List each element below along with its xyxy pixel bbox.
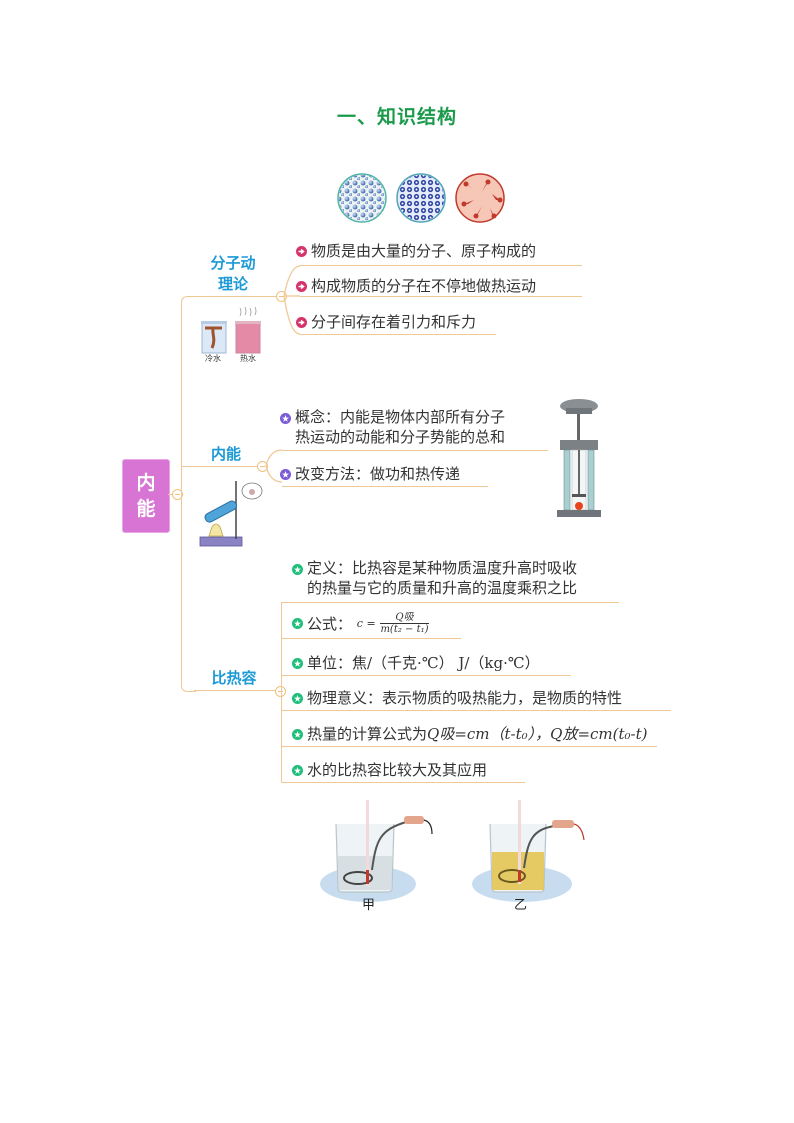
list-item: 分子间存在着引力和斥力 (296, 311, 476, 332)
list-item: 改变方法：做功和热传递 (280, 463, 460, 484)
branch-label-line2: 理论 (217, 275, 248, 293)
item-underline (300, 265, 582, 266)
branch-label-line1: 分子动 (210, 254, 256, 272)
item-underline (300, 296, 582, 297)
diffusion-beakers-image: 冷水 热水 (198, 303, 266, 365)
list-item: 物质是由大量的分子、原子构成的 (296, 240, 536, 261)
caption-jia: 甲 (362, 898, 376, 913)
specific-heat-formula: Q吸 m(t₂ − t₁) (380, 612, 429, 635)
list-item-concept: 概念：内能是物体内部所有分子 热运动的动能和分子势能的总和 (280, 407, 505, 447)
item-underline (281, 638, 461, 639)
item-underline (281, 746, 657, 747)
list-item: 物理意义：表示物质的吸热能力，是物质的特性 (292, 687, 622, 708)
page-title: 一、知识结构 (336, 106, 457, 128)
cold-water-beaker-icon (201, 321, 227, 354)
gas-molecules-icon (337, 173, 387, 223)
green-star-icon (292, 764, 303, 776)
trunk-connector (181, 296, 196, 692)
branch1-connectors (283, 265, 300, 335)
piston-compression-image (554, 396, 604, 518)
cold-water-caption: 冷水 (205, 354, 221, 363)
item-underline (281, 602, 619, 603)
item-underline (281, 710, 671, 711)
hot-water-caption: 热水 (240, 354, 256, 363)
item-underline (300, 334, 496, 335)
experiment-water-beaker-image: 甲 (318, 800, 438, 913)
branch2-connectors (265, 449, 282, 483)
hot-water-beaker-icon (235, 306, 261, 354)
branch3-collapse-toggle[interactable] (275, 686, 286, 697)
trunk-to-branch1 (194, 296, 276, 297)
item-underline (282, 450, 548, 451)
root-node-internal-energy[interactable]: 内 能 (122, 459, 170, 533)
formula-lhs: c = (356, 616, 376, 630)
molecule-diagrams (336, 172, 506, 224)
green-star-icon (292, 692, 303, 704)
green-star-icon (292, 618, 303, 629)
list-item: 构成物质的分子在不停地做热运动 (296, 275, 536, 296)
item-underline (281, 782, 525, 783)
red-arrow-icon (296, 280, 307, 292)
list-item: 单位：焦/（千克·℃） J/（kg·℃） (292, 652, 540, 673)
root-collapse-toggle[interactable] (172, 489, 183, 500)
red-arrow-icon (296, 245, 307, 257)
branch-molecular-theory[interactable]: 分子动 理论 (200, 253, 266, 295)
root-label-line1: 内 (136, 472, 156, 494)
item-underline (282, 486, 488, 487)
green-star-icon (292, 728, 303, 740)
branch2-collapse-toggle[interactable] (257, 461, 268, 472)
purple-star-icon (280, 412, 291, 424)
trunk-to-branch3 (194, 690, 276, 691)
list-item-formula: 公式： c = Q吸 m(t₂ − t₁) (292, 612, 429, 635)
list-item-definition: 定义：比热容是某种物质温度升高时吸收 的热量与它的质量和升高的温度乘积之比 (292, 558, 577, 598)
root-label-line2: 能 (136, 498, 156, 520)
branch-specific-heat[interactable]: 比热容 (211, 669, 257, 687)
red-arrow-icon (296, 316, 307, 328)
list-item: 水的比热容比较大及其应用 (292, 759, 487, 780)
heat-calc-formula: Q吸=cm（t-t₀），Q放=cm(t₀-t) (427, 725, 648, 743)
branch-internal-energy[interactable]: 内能 (210, 445, 241, 463)
list-item: 热量的计算公式为Q吸=cm（t-t₀），Q放=cm(t₀-t) (292, 723, 647, 744)
test-tube-steam-image (196, 477, 266, 549)
item-underline (281, 675, 571, 676)
solid-molecules-icon (396, 173, 446, 223)
experiment-oil-beaker-image: 乙 (466, 800, 591, 913)
branch3-vertical-connector (281, 602, 282, 782)
moving-molecules-icon (455, 173, 505, 223)
green-star-icon (292, 657, 303, 669)
trunk-to-branch2 (182, 466, 262, 467)
caption-yi: 乙 (514, 898, 528, 913)
green-star-icon (292, 563, 303, 575)
purple-star-icon (280, 468, 291, 480)
